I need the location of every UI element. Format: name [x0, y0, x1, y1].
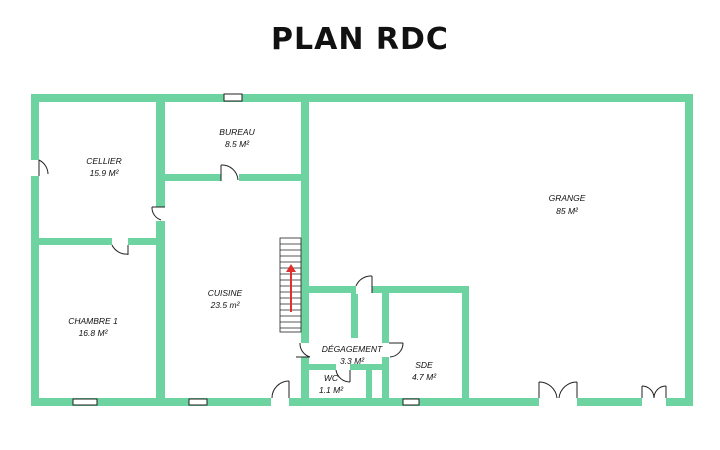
room-sde-name: SDE: [415, 360, 433, 370]
gap-chambre: [112, 237, 128, 246]
door-entrance: [271, 380, 290, 399]
door-cellier-exterior: [38, 159, 49, 176]
room-bureau-area: 8.5 M²: [225, 139, 250, 149]
room-chambre1-area: 16.8 M²: [79, 328, 109, 338]
windows: [72, 93, 420, 406]
room-degagement-area: 3.3 M²: [340, 356, 365, 366]
door-openings: [30, 160, 666, 407]
room-degagement-name: DÉGAGEMENT: [322, 344, 383, 354]
door-chambre: [111, 244, 129, 255]
window-bottom-sde: [402, 398, 420, 406]
room-wc-name: WC: [324, 373, 339, 383]
window-bottom-cuisine: [188, 398, 208, 406]
outer-wall-left: [31, 94, 39, 406]
gap-bureau: [221, 173, 239, 182]
room-cuisine-area: 23.5 m²: [210, 300, 241, 310]
room-grange-area: 85 M²: [556, 206, 579, 216]
door-bureau: [220, 164, 239, 181]
wall-sde-east: [462, 286, 469, 406]
gap-grange-door-1: [539, 397, 577, 407]
gap-wc: [336, 363, 350, 371]
gap-sde: [381, 343, 390, 357]
wall-wc-divider: [366, 364, 372, 406]
wall-grange-west: [301, 94, 309, 406]
outer-wall-right: [685, 94, 693, 406]
door-kitchen-deg: [296, 342, 311, 358]
gap-kitchen-deg: [300, 343, 310, 357]
window-top: [223, 93, 243, 102]
door-deg-top: [355, 275, 373, 293]
room-grange-name: GRANGE: [549, 193, 586, 203]
room-wc-area: 1.1 M²: [319, 385, 344, 395]
room-cellier-name: CELLIER: [86, 156, 121, 166]
wall-cellier-east: [156, 94, 165, 406]
door-sde: [389, 342, 404, 358]
door-grange-double-1: [538, 381, 578, 399]
room-cuisine-name: CUISINE: [208, 288, 243, 298]
gap-grange-door-2: [642, 397, 666, 407]
outer-wall-bottom: [31, 398, 693, 406]
room-labels: CELLIER 15.9 M² BUREAU 8.5 M² GRANGE 85 …: [68, 127, 586, 395]
window-bottom-left: [72, 398, 98, 406]
room-bureau-name: BUREAU: [219, 127, 255, 137]
wall-cellier-chambre: [31, 238, 161, 245]
door-grange-double-2: [641, 385, 667, 399]
doors: [38, 159, 667, 399]
room-chambre1-name: CHAMBRE 1: [68, 316, 118, 326]
wall-deg-divider: [351, 286, 358, 338]
gap-cellier-cuisine: [155, 207, 166, 221]
room-sde-area: 4.7 M²: [412, 372, 437, 382]
plan-title: PLAN RDC: [271, 22, 449, 57]
door-wc: [335, 369, 351, 383]
gap-cellier-exterior: [30, 160, 40, 176]
gap-deg-top: [356, 285, 372, 294]
gap-entrance: [271, 397, 289, 407]
stair-arrow-icon: [286, 264, 296, 312]
room-cellier-area: 15.9 M²: [90, 168, 120, 178]
door-cellier-cuisine: [151, 206, 165, 221]
outer-wall-top: [31, 94, 693, 102]
